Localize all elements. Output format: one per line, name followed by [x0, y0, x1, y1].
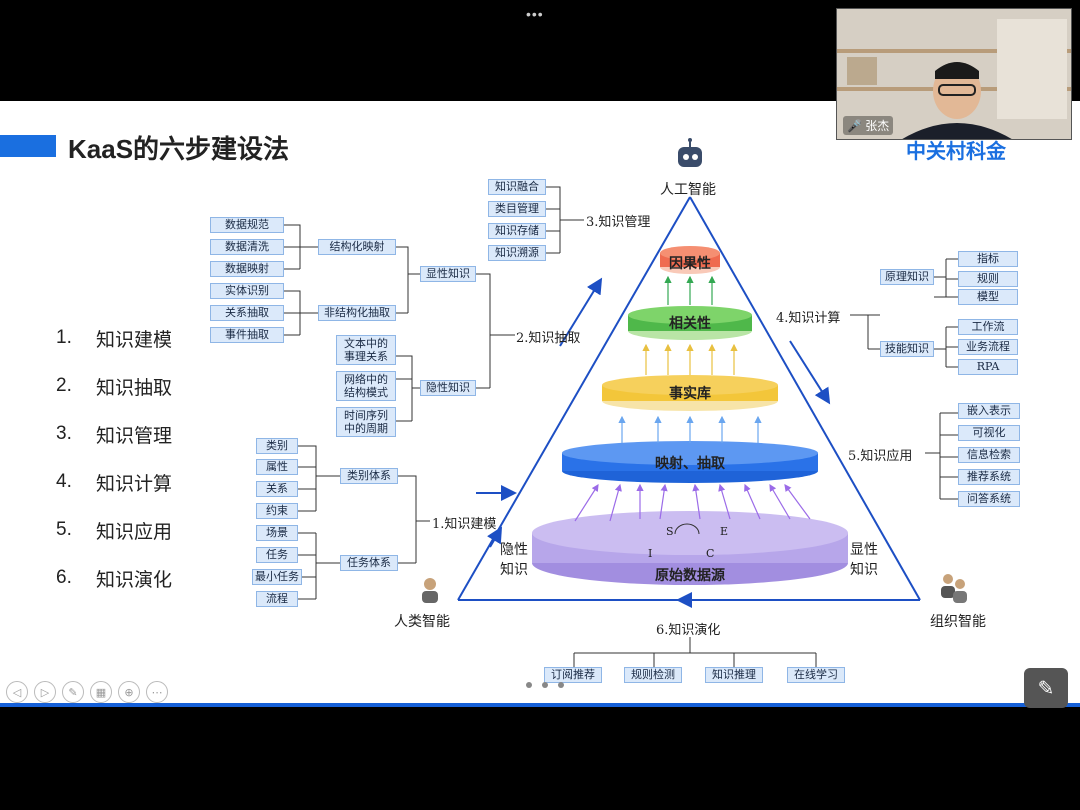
webcam-tile[interactable]: 🎤 张杰: [836, 8, 1072, 140]
skill-item-box: RPA: [958, 359, 1018, 375]
mgmt-box: 知识存储: [488, 223, 546, 239]
title-accent-bar: [0, 135, 56, 157]
extract-box: 关系抽取: [210, 305, 284, 321]
category-item-box: 约束: [256, 503, 298, 519]
corner-org: 组织智能: [930, 614, 986, 630]
step-item: 1.知识建模: [56, 327, 173, 351]
extract-box: 数据规范: [210, 217, 284, 233]
annotate-button[interactable]: ✎: [1024, 668, 1068, 708]
evolution-item-box: 知识推理: [705, 667, 763, 683]
tier-causality: 因果性: [669, 256, 711, 272]
step-item: 4.知识计算: [56, 471, 173, 495]
phase-extraction: 2.知识抽取: [516, 331, 581, 346]
prev-icon[interactable]: ◁: [6, 681, 28, 703]
implicit-item-box: 网络中的 结构模式: [336, 371, 396, 401]
skill-knowledge-box: 技能知识: [880, 341, 934, 357]
step-item: 6.知识演化: [56, 567, 173, 591]
edit-icon: ✎: [1037, 677, 1055, 700]
task-item-box: 最小任务: [252, 569, 302, 585]
task-system-box: 任务体系: [340, 555, 398, 571]
slide-toolbar: ◁ ▷ ✎ ▦ ⊕ ⋯: [6, 681, 168, 703]
mgmt-box: 知识融合: [488, 179, 546, 195]
skill-item-box: 工作流: [958, 319, 1018, 335]
application-item-box: 问答系统: [958, 491, 1020, 507]
more-options-icon[interactable]: •••: [526, 6, 544, 22]
task-item-box: 任务: [256, 547, 298, 563]
task-item-box: 流程: [256, 591, 298, 607]
skill-item-box: 业务流程: [958, 339, 1018, 355]
slide-bottom-border: [0, 703, 1080, 707]
implicit-knowledge-box: 隐性知识: [420, 380, 476, 396]
robot-icon: [678, 138, 702, 167]
cycle-i: I: [648, 547, 653, 560]
category-item-box: 类别: [256, 438, 298, 454]
pyramid-diagram: [284, 138, 967, 667]
tier-fact-base: 事实库: [669, 386, 711, 402]
evolution-item-box: 规则检测: [624, 667, 682, 683]
implicit-item-box: 时间序列 中的周期: [336, 407, 396, 437]
structured-mapping-box: 结构化映射: [318, 239, 396, 255]
application-item-box: 信息检索: [958, 447, 1020, 463]
phase-application: 5.知识应用: [848, 449, 913, 464]
phase-management: 3.知识管理: [586, 215, 651, 230]
principle-item-box: 模型: [958, 289, 1018, 305]
application-item-box: 嵌入表示: [958, 403, 1020, 419]
slide-title: KaaS的六步建设法: [68, 134, 290, 164]
extract-box: 数据清洗: [210, 239, 284, 255]
cycle-e: E: [720, 525, 729, 538]
extract-box: 事件抽取: [210, 327, 284, 343]
principle-knowledge-box: 原理知识: [880, 269, 934, 285]
person-icon: [422, 578, 438, 603]
pen-icon[interactable]: ✎: [62, 681, 84, 703]
page-indicator[interactable]: [526, 682, 564, 688]
category-item-box: 属性: [256, 459, 298, 475]
evolution-item-box: 在线学习: [787, 667, 845, 683]
mgmt-box: 类目管理: [488, 201, 546, 217]
step-item: 3.知识管理: [56, 423, 173, 447]
extract-box: 数据映射: [210, 261, 284, 277]
category-system-box: 类别体系: [340, 468, 398, 484]
unstructured-extract-box: 非结构化抽取: [318, 305, 396, 321]
tier-correlation: 相关性: [669, 316, 711, 332]
explicit-knowledge-box: 显性知识: [420, 266, 476, 282]
mic-icon: 🎤: [847, 119, 862, 133]
implicit-tag: 隐性 知识: [500, 542, 528, 578]
mgmt-box: 知识溯源: [488, 245, 546, 261]
phase-modeling: 1.知识建模: [432, 517, 497, 532]
webcam-video: [837, 9, 1071, 139]
corner-human: 人类智能: [394, 614, 450, 630]
application-item-box: 可视化: [958, 425, 1020, 441]
explicit-tag: 显性 知识: [850, 542, 878, 578]
phase-evolution: 6.知识演化: [656, 623, 721, 638]
extract-box: 实体识别: [210, 283, 284, 299]
cycle-s: S: [666, 525, 674, 538]
phase-computing: 4.知识计算: [776, 311, 841, 326]
application-item-box: 推荐系统: [958, 469, 1020, 485]
principle-item-box: 规则: [958, 271, 1018, 287]
group-icon: [941, 574, 967, 603]
more-icon[interactable]: ⋯: [146, 681, 168, 703]
step-item: 5.知识应用: [56, 519, 173, 543]
evolution-item-box: 订阅推荐: [544, 667, 602, 683]
cycle-c: C: [706, 547, 715, 560]
task-item-box: 场景: [256, 525, 298, 541]
steps-list: 1.知识建模 2.知识抽取 3.知识管理 4.知识计算 5.知识应用 6.知识演…: [56, 314, 172, 602]
zoom-icon[interactable]: ⊕: [118, 681, 140, 703]
implicit-item-box: 文本中的 事理关系: [336, 335, 396, 365]
brand-logo: 中关村科金: [906, 141, 1006, 163]
presentation-slide: KaaS的六步建设法 中关村科金 1.知识建模 2.知识抽取 3.知识管理 4.…: [0, 101, 1080, 707]
step-item: 2.知识抽取: [56, 375, 173, 399]
tier-raw-data: 原始数据源: [655, 568, 725, 584]
participant-name: 🎤 张杰: [843, 116, 894, 135]
tier-mapping: 映射、抽取: [655, 456, 725, 472]
category-item-box: 关系: [256, 481, 298, 497]
grid-icon[interactable]: ▦: [90, 681, 112, 703]
next-icon[interactable]: ▷: [34, 681, 56, 703]
principle-item-box: 指标: [958, 251, 1018, 267]
corner-ai: 人工智能: [660, 182, 716, 198]
